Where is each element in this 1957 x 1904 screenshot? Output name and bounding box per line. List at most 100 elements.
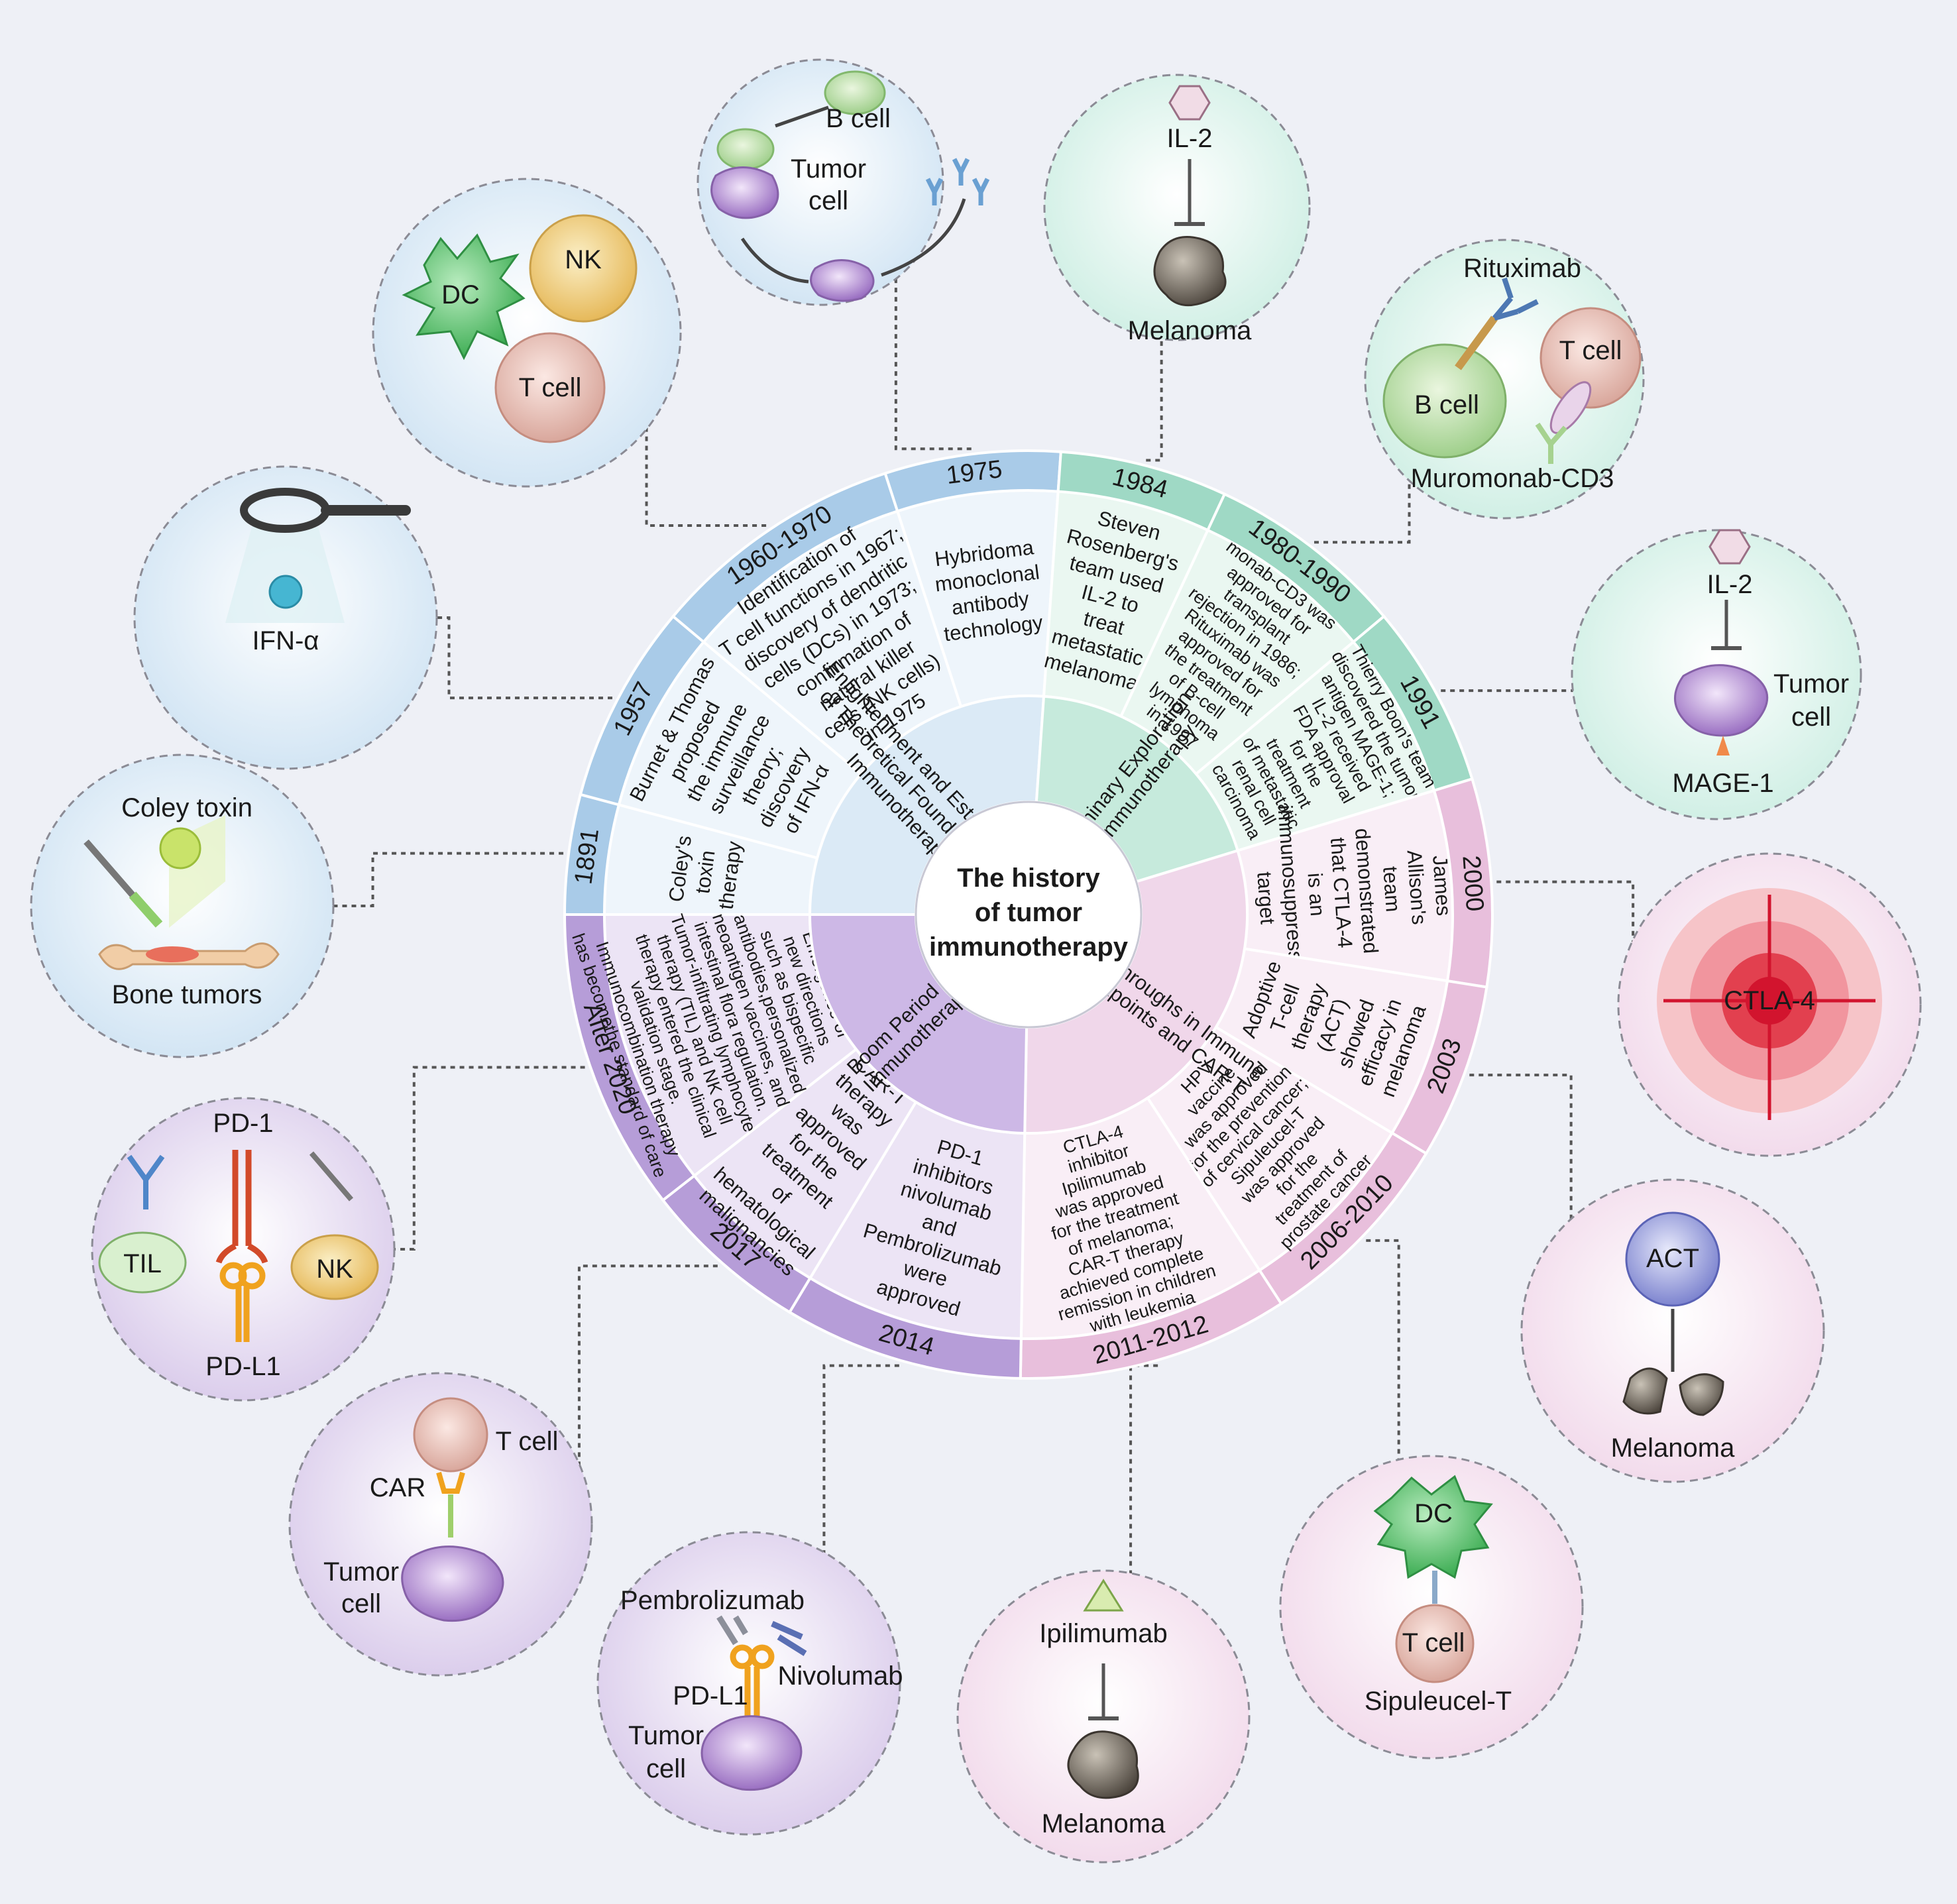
sector-line: team <box>1378 866 1405 913</box>
bubble-label: Muromonab-CD3 <box>1411 464 1614 493</box>
coley-toxin-icon <box>159 827 201 869</box>
bubble-label: NK <box>316 1255 353 1284</box>
bubble-label: Coley toxin <box>121 793 252 822</box>
bubble-label: cell <box>341 1589 381 1618</box>
bubble-label: B cell <box>1414 390 1479 420</box>
sector-year-band <box>563 913 697 1202</box>
bubble-label: Tumor <box>323 1557 399 1587</box>
bubble-label: Melanoma <box>1611 1433 1736 1463</box>
bubble-label: Melanoma <box>1128 316 1253 345</box>
car-icon <box>436 1471 465 1494</box>
t-cell-icon <box>413 1397 488 1473</box>
bubble-2014: Pembrolizumab Nivolumab PD-L1 Tumor cell <box>596 1531 903 1836</box>
bubble-label: Bone tumors <box>112 980 262 1009</box>
syringe-icon <box>309 1151 354 1202</box>
melanoma-icon <box>1067 1730 1139 1799</box>
il2-icon <box>1168 85 1211 121</box>
sector-s2003: 2003AdoptiveT-celltherapy(ACT)showedeffi… <box>1214 947 1488 1156</box>
pd-l1-icon <box>730 1644 775 1716</box>
tumor-cell-icon <box>401 1545 504 1622</box>
bubble-label: cell <box>1791 702 1831 732</box>
tumor-cell-icon <box>710 166 779 219</box>
center-title-line3: immunotherapy <box>929 932 1129 962</box>
dc-icon <box>402 233 526 361</box>
bubble-1960-1970: DC NK T cell <box>372 178 682 488</box>
dc-icon <box>1373 1475 1493 1579</box>
sector-line: target <box>1253 871 1279 925</box>
bubble-label: PD-1 <box>213 1109 273 1138</box>
center-title-line2: of tumor <box>975 898 1082 927</box>
bubble-1980-1990: Rituximab T cell B cell Muromonab-CD3 <box>1364 239 1645 520</box>
til-icon <box>98 1231 187 1294</box>
bubble-label: DC <box>1414 1499 1453 1528</box>
bubble-label: IL-2 <box>1707 570 1753 599</box>
ifn-alpha-icon <box>268 575 303 609</box>
connector-line <box>820 181 972 451</box>
bubble-2006-2010: DC T cell Sipuleucel-T <box>1279 1455 1584 1760</box>
bubble-label: Pembrolizumab <box>620 1586 805 1615</box>
bubble-label: TIL <box>123 1249 162 1278</box>
antibody-icon <box>925 158 990 205</box>
sector-line: toxin <box>691 849 719 895</box>
bubble-label: DC <box>441 280 480 309</box>
bubble-label: T cell <box>1559 336 1622 365</box>
bubble-label: Ipilimumab <box>1039 1619 1167 1648</box>
bubble-label: Rituximab <box>1463 254 1581 283</box>
sector-year: 2000 <box>1457 854 1488 912</box>
bubble-label: T cell <box>519 373 582 402</box>
bubble-label: ACT <box>1646 1244 1699 1273</box>
bubble-label: T cell <box>496 1427 559 1456</box>
t-cell-icon <box>494 332 606 443</box>
bubble-1991: IL-2 Tumor cell MAGE-1 <box>1571 529 1862 820</box>
bubble-label: IL-2 <box>1167 124 1213 153</box>
melanoma-icon <box>1622 1367 1668 1415</box>
sector-line: James <box>1428 855 1455 917</box>
il2-icon <box>1708 529 1751 565</box>
tumor-cell-icon <box>700 1715 803 1791</box>
bubble-2011-2012: Ipilimumab Melanoma <box>956 1569 1251 1864</box>
bubble-label: Melanoma <box>1042 1809 1166 1838</box>
bubble-label: CAR <box>370 1473 425 1502</box>
bubble-2003: ACT Melanoma <box>1520 1178 1825 1483</box>
bubble-label: cell <box>646 1754 686 1783</box>
act-cell-icon <box>1625 1211 1720 1307</box>
bubble-label: B cell <box>826 104 891 133</box>
bubble-1984: IL-2 Melanoma <box>1043 74 1311 345</box>
mage1-antigen-icon <box>1716 736 1730 756</box>
t-cell-icon <box>1395 1604 1475 1683</box>
bubble-label: T cell <box>1402 1628 1465 1657</box>
sector-s2014: 2014PD-1inhibitorsnivolumabandPembrolizu… <box>787 1100 1027 1380</box>
antibody-icon <box>127 1154 165 1209</box>
hybridoma-icon <box>810 259 875 302</box>
center-title-line1: The history <box>957 864 1100 893</box>
bubble-label: PD-L1 <box>205 1352 280 1381</box>
pd-l1-icon <box>219 1262 266 1342</box>
tumor-cell-icon <box>1674 664 1769 737</box>
nk-cell-icon <box>290 1234 379 1300</box>
center-hub: The history of tumor immunotherapy <box>915 801 1143 1029</box>
bubble-label: CTLA-4 <box>1724 986 1815 1015</box>
pd-1-icon <box>215 1150 268 1264</box>
muromonab-icon <box>1535 422 1568 464</box>
sector-line: is an <box>1304 872 1329 917</box>
bubble-label: PD-L1 <box>673 1681 748 1710</box>
bubble-label: IFN-α <box>252 626 319 655</box>
bubble-label: Sipuleucel-T <box>1365 1687 1512 1716</box>
bubble-label: MAGE-1 <box>1672 769 1773 798</box>
nivolumab-icon <box>771 1620 807 1656</box>
rituximab-icon <box>1492 277 1539 321</box>
bubble-label: Nivolumab <box>778 1661 903 1691</box>
b-cell-icon <box>824 70 886 115</box>
bubble-label: Tumor <box>628 1721 704 1750</box>
